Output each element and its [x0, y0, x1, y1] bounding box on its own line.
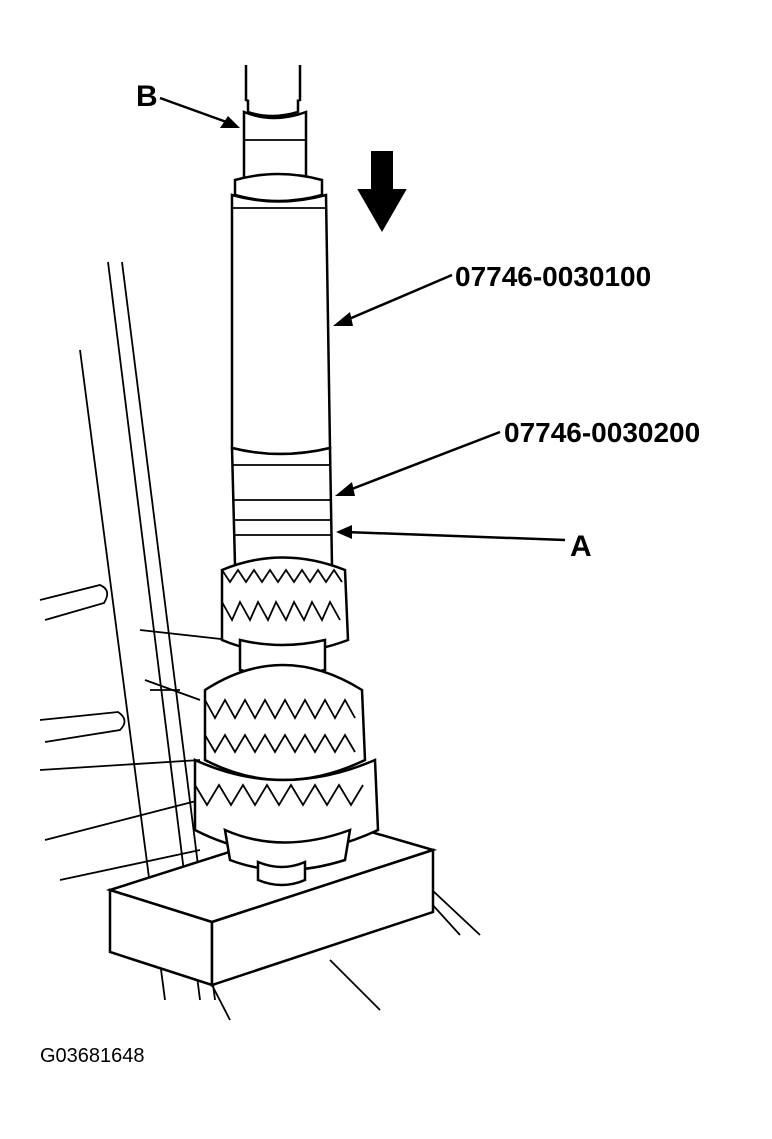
label-b: B — [136, 80, 158, 113]
label-a: A — [570, 530, 592, 563]
arrow-down-icon — [357, 151, 407, 233]
leader-lines — [159, 96, 566, 542]
gear-stack — [193, 556, 380, 887]
label-part-upper: 07746-0030100 — [455, 261, 651, 292]
figure-id: G03681648 — [40, 1045, 145, 1067]
driver-tube — [230, 172, 332, 456]
label-part-lower: 07746-0030200 — [504, 417, 700, 448]
attachment — [230, 446, 334, 573]
press-ram — [242, 65, 308, 187]
